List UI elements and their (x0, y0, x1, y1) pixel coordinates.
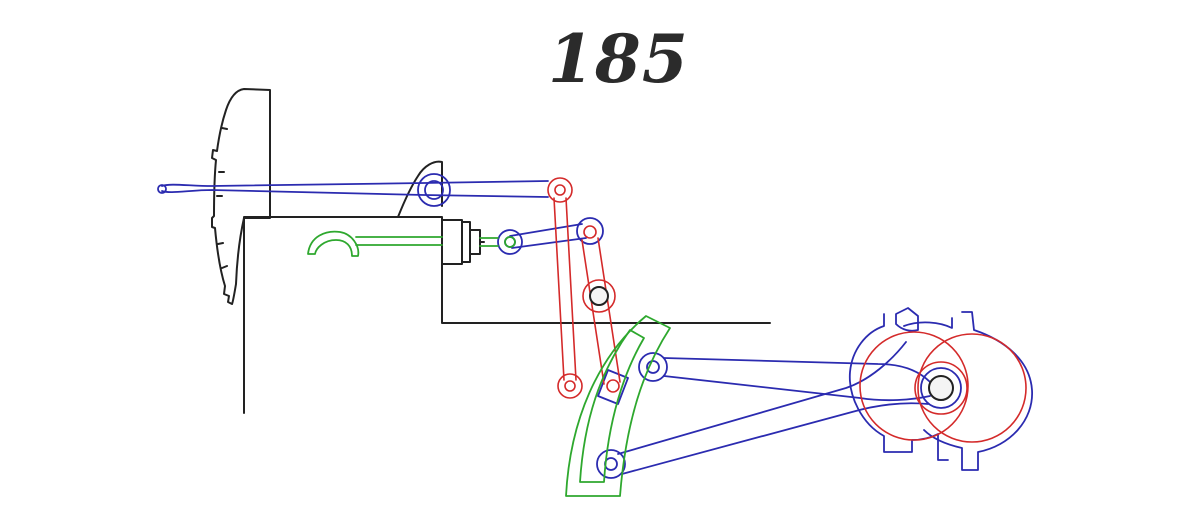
notched-quadrant (211, 88, 271, 305)
frame-column (243, 216, 771, 414)
lever-pivot-outer (417, 173, 451, 207)
radius-rod (581, 237, 621, 385)
lever-pivot-inner (424, 180, 444, 200)
eccentric-hub-ring (914, 361, 968, 415)
hanger-pin-top (547, 177, 573, 203)
hanger-link (553, 197, 577, 381)
link-pin-upper-inner (646, 360, 660, 374)
hanger-pin-top-inner (554, 184, 566, 196)
reach-rod (161, 180, 549, 198)
shaft-hub (928, 375, 954, 401)
hanger-pin-bottom (557, 373, 583, 399)
radius-rod-pin (583, 225, 597, 239)
quadrant-notches (216, 127, 228, 269)
die-block (597, 369, 629, 405)
short-link-pin-left (497, 229, 523, 255)
link-pin-upper (638, 352, 668, 382)
page-number: 185 (548, 20, 689, 98)
shaft-hub-ring (920, 367, 962, 409)
hanger-pin-bottom-inner (564, 380, 576, 392)
eccentric-rod-forward (663, 357, 931, 402)
expansion-link-slot (579, 329, 645, 483)
bearing-flange (461, 221, 471, 263)
eccentric-circle-right (917, 333, 1027, 443)
link-pin-lower (596, 449, 626, 479)
radius-rod-mid (582, 279, 616, 313)
spindle-pin (504, 236, 516, 248)
bearing-collar (469, 229, 481, 255)
spindle-hook (307, 230, 360, 257)
radius-rod-mid-hole (589, 286, 609, 306)
green-parts (307, 230, 671, 497)
expansion-link (565, 315, 671, 497)
radius-rod-lower-pin (606, 379, 620, 393)
pivot-bracket (397, 160, 443, 218)
eccentric-circle-left (859, 331, 969, 441)
valve-spindle (355, 236, 499, 247)
frame (211, 88, 771, 414)
short-link-pin-right (576, 217, 604, 245)
reach-rod-end (157, 184, 167, 194)
short-link (509, 223, 587, 249)
red-linkage (547, 177, 1027, 443)
bearing-block (441, 219, 463, 265)
